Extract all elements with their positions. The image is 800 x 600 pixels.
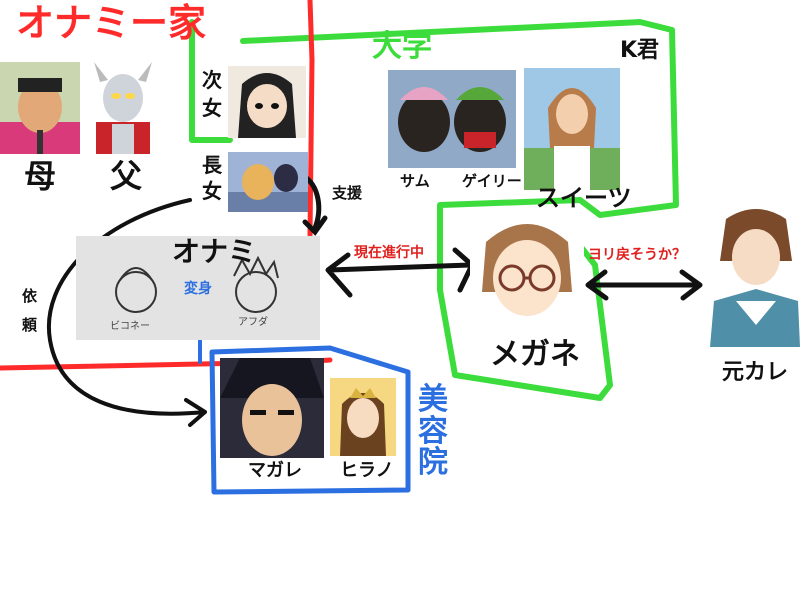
sweets-photo	[524, 68, 620, 190]
mother-photo	[0, 62, 80, 154]
ex-arrow	[585, 269, 703, 301]
salon-group-label: 美容院	[418, 382, 448, 480]
megane-label: メガネ	[490, 337, 580, 372]
pug-label-left: サム	[400, 172, 430, 190]
request-relation-label: 依頼	[22, 287, 38, 334]
pugs-photo	[388, 70, 516, 168]
second-daughter-photo	[228, 66, 306, 138]
magare-photo	[220, 358, 324, 458]
university-group-label: 大学	[372, 29, 432, 64]
current-relation-label: 現在進行中	[354, 245, 424, 261]
ex-boyfriend-photo	[706, 205, 800, 347]
father-photo	[82, 62, 164, 154]
onami-drawing	[76, 236, 320, 340]
ex-boyfriend-label: 元カレ	[722, 360, 789, 385]
father-label: 父	[110, 157, 143, 195]
drawing-label-right: アフダ	[238, 317, 268, 328]
university-boundary	[189, 19, 679, 401]
megane-photo	[470, 212, 584, 334]
onami-label: オナミ	[172, 235, 257, 268]
eldest-daughter-photo	[228, 152, 308, 212]
second-daughter-label: 次女	[202, 68, 222, 120]
request-arrow	[46, 198, 207, 427]
mother-label: 母	[24, 157, 57, 195]
hirano-photo	[330, 378, 396, 456]
support-relation-label: 支援	[332, 184, 363, 202]
magare-label: マガレ	[248, 460, 302, 481]
k-kun-label: K君	[620, 38, 660, 63]
sweets-label: スイーツ	[536, 184, 632, 212]
drawing-label-left: ビコネー	[110, 321, 150, 332]
hirano-label: ヒラノ	[340, 460, 394, 481]
salon-boundary	[209, 345, 411, 495]
family-group-label: オナミー家	[16, 1, 207, 45]
pug-label-right: ゲイリー	[462, 172, 522, 190]
eldest-daughter-label: 長女	[202, 153, 222, 203]
henshin-relation-label: 変身	[184, 281, 212, 297]
maybe-back-relation-label: ヨリ戻そうか？	[588, 247, 686, 263]
